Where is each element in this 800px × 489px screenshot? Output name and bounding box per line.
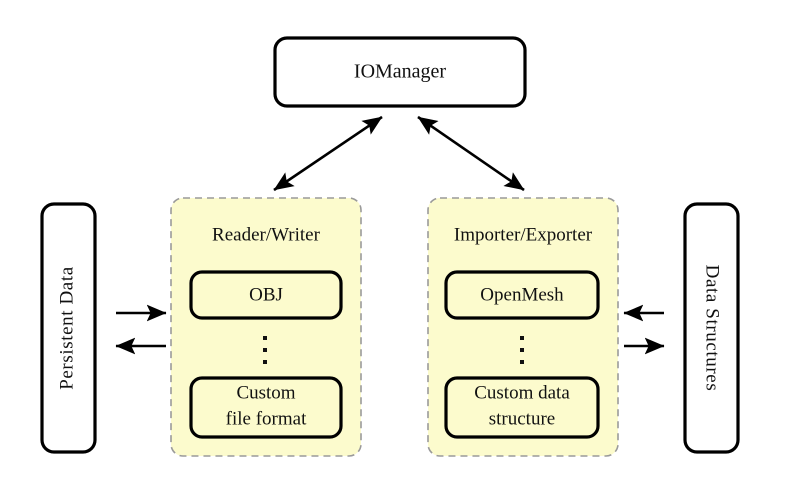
reader-writer-group[interactable]: Reader/Writer OBJ Custom file format	[170, 197, 362, 457]
custom-data-structure-node-label-line1: Custom data	[474, 382, 570, 403]
iomanager-node-box[interactable]	[273, 36, 527, 108]
data-structures-node-label: Data Structures	[702, 265, 723, 392]
custom-data-structure-node-label-line2: structure	[489, 408, 555, 429]
custom-file-format-node-label-line2: file format	[226, 408, 307, 429]
vertical-ellipsis-icon	[263, 336, 267, 364]
vertical-ellipsis-icon	[520, 336, 524, 364]
openmesh-node-box[interactable]	[444, 270, 600, 320]
obj-node-box[interactable]	[189, 270, 343, 320]
custom-file-format-node-label-line1: Custom	[236, 382, 295, 403]
persistent-data-node[interactable]: Persistent Data	[40, 202, 97, 454]
data-structures-node[interactable]: Data Structures	[683, 202, 740, 454]
reader-writer-group-label: Reader/Writer	[212, 224, 321, 245]
obj-node-label: OBJ	[249, 284, 283, 305]
importer-exporter-group-label: Importer/Exporter	[454, 224, 593, 245]
iomanager-node[interactable]: IOManager	[273, 36, 527, 108]
iomanager-node-label: IOManager	[354, 61, 447, 83]
data-structures-node-box[interactable]	[683, 202, 740, 454]
openmesh-node-label: OpenMesh	[480, 284, 564, 305]
iomanager-to-reader-writer-arrow	[273, 115, 383, 192]
persistent-data-node-box[interactable]	[40, 202, 97, 454]
iomanager-to-importer-exporter-arrow	[417, 115, 525, 192]
custom-file-format-node-box[interactable]	[189, 376, 343, 439]
custom-data-structure-node-box[interactable]	[444, 376, 600, 439]
persistent-data-node-label: Persistent Data	[56, 266, 77, 390]
importer-exporter-group[interactable]: Importer/Exporter OpenMesh Custom data s…	[427, 197, 619, 457]
